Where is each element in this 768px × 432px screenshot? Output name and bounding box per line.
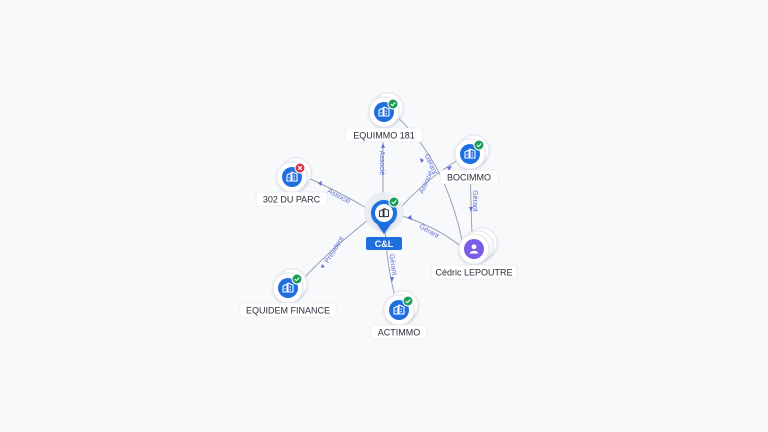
node-equimmo[interactable]: EQUIMMO 181: [344, 92, 424, 143]
edge-label-equidem: Président: [324, 236, 346, 265]
edge-arrow-equimmo: [381, 143, 385, 148]
node-label-bocimmo: BOCIMMO: [447, 173, 491, 183]
verified-badge: [291, 273, 303, 285]
closed-badge: [294, 162, 306, 174]
edge-arrow-cedric-equimmo: [420, 158, 424, 163]
verified-badge: [402, 295, 414, 307]
edge-arrow-cedric-center: [407, 215, 412, 220]
node-label-cedric: Cédric LEPOUTRE: [435, 268, 512, 278]
center-label-bg: [366, 237, 402, 250]
node-cedric[interactable]: Cédric LEPOUTRE: [430, 227, 518, 280]
verified-badge: [473, 139, 485, 151]
node-label-bg: [255, 191, 328, 207]
edge-label-parc: Associé: [326, 188, 351, 206]
node-label-bg: [239, 302, 337, 318]
node-label-equimmo: EQUIMMO 181: [353, 131, 415, 141]
node-label-bg: [430, 264, 518, 280]
edge-line-equidem: [303, 219, 369, 279]
center-label: C&L: [375, 239, 394, 249]
node-label-bg: [370, 324, 428, 340]
edge-label-cedric-bocimmo: Gérant: [471, 190, 478, 211]
node-center[interactable]: C&L: [364, 192, 404, 250]
node-label-bg: [344, 127, 424, 143]
node-label-actimmo: ACTIMMO: [378, 328, 421, 338]
verified-badge: [388, 196, 400, 208]
edge-line-cedric-equimmo: [395, 115, 463, 241]
node-equidem[interactable]: EQUIDEM FINANCE: [239, 268, 337, 318]
building-icon: [379, 208, 389, 218]
edge-arrow-parc: [318, 181, 322, 186]
verified-badge: [387, 98, 399, 110]
edge-label-equimmo: Associé: [378, 151, 385, 176]
edge-arrow-equidem: [321, 264, 325, 268]
edge-line-bocimmo: [401, 159, 459, 207]
edge-label-cedric-center: Gérant: [418, 223, 440, 240]
edge-arrow-actimmo: [390, 277, 394, 282]
edge-label-actimmo: Gérant: [388, 254, 398, 276]
node-label-parc: 302 DU PARC: [263, 195, 321, 205]
node-label-equidem: EQUIDEM FINANCE: [246, 306, 330, 316]
node-parc[interactable]: 302 DU PARC: [255, 157, 328, 207]
edge-line-parc: [305, 176, 369, 210]
edge-arrow-cedric-bocimmo: [469, 207, 473, 212]
node-actimmo[interactable]: ACTIMMO: [370, 290, 428, 340]
edge-arrow-bocimmo: [447, 166, 452, 171]
edge-label-cedric-equimmo: Gérant: [423, 153, 438, 175]
node-bocimmo[interactable]: BOCIMMO: [439, 134, 499, 185]
node-label-bg: [439, 169, 499, 185]
